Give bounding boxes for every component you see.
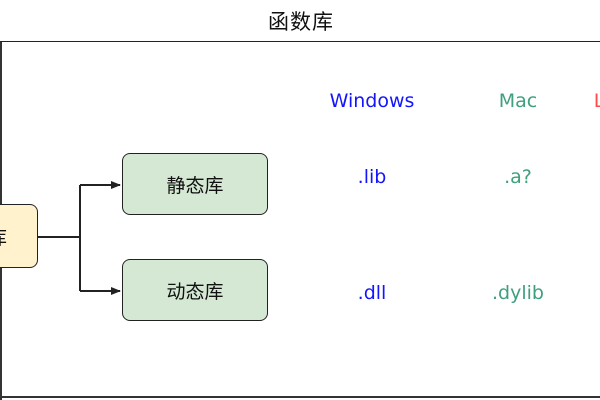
- diagram-title: 函数库: [268, 9, 334, 34]
- ext-windows-static: .lib: [357, 166, 387, 188]
- ext-windows-dynamic: .dll: [357, 282, 387, 304]
- ext-mac-static: .a?: [504, 166, 532, 188]
- node-dynamic-library-label: 动态库: [166, 280, 224, 303]
- title-bar: 函数库: [0, 0, 600, 42]
- platform-header-linux: L: [593, 90, 600, 112]
- node-static-library: 静态库: [122, 153, 268, 215]
- node-library-label: 库: [0, 223, 7, 250]
- node-library: 库: [0, 204, 38, 268]
- platform-header-mac: Mac: [498, 90, 538, 112]
- frame-bottom-edge: [0, 396, 600, 398]
- ext-mac-dynamic: .dylib: [492, 282, 544, 304]
- node-static-library-label: 静态库: [166, 174, 224, 197]
- node-dynamic-library: 动态库: [122, 259, 268, 321]
- platform-header-windows: Windows: [329, 90, 415, 112]
